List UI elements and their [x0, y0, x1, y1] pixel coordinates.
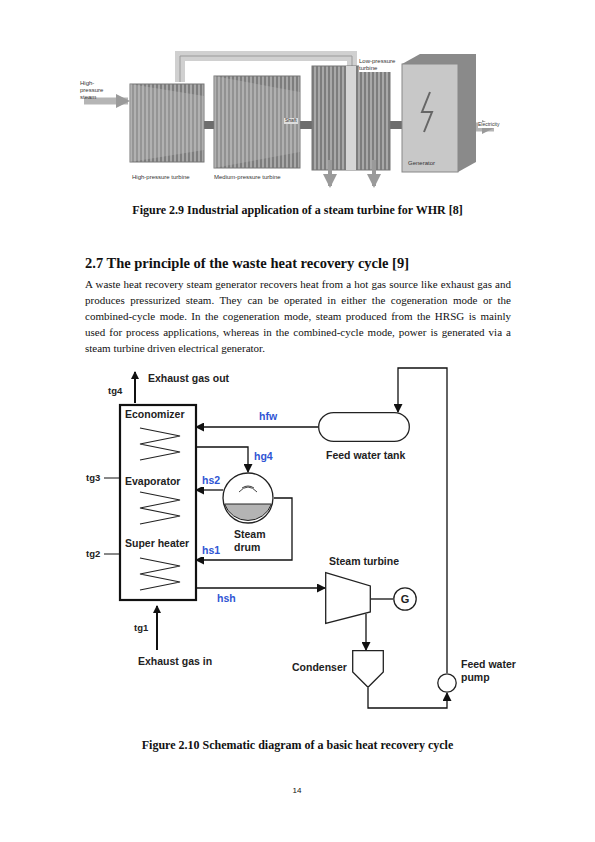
enthalpy-label: hsh: [216, 593, 237, 605]
feed-water-pump: Feed water pump: [437, 673, 457, 693]
node-label: Evaporator: [125, 475, 180, 488]
flow-connector: [196, 489, 223, 490]
turbine-outline: [325, 572, 371, 624]
flow-connector: [398, 368, 447, 673]
node-label: G: [393, 587, 417, 611]
heat-exchanger-section: Evaporator: [120, 467, 196, 533]
node-label: Economizer: [125, 408, 185, 421]
node-label: Super heater: [125, 537, 189, 550]
figure-caption: Figure 2.10 Schematic diagram of a basic…: [60, 738, 535, 753]
flow-connector: [196, 498, 292, 560]
steam-drum: Steam drum: [222, 472, 274, 524]
part-label: Generator: [408, 160, 435, 167]
part-label: Low-pressure turbine: [359, 58, 399, 72]
heat-exchanger-section: Super heater: [120, 533, 196, 600]
temperature-label: tg3: [86, 472, 100, 483]
part-label: Electricity: [478, 122, 499, 128]
page-number: 14: [277, 786, 317, 795]
generator-symbol: G: [393, 587, 417, 611]
temperature-label: tg2: [86, 548, 100, 559]
steam-turbine: Steam turbine: [325, 572, 371, 624]
temperature-label: tg1: [134, 622, 148, 633]
figure-caption: Figure 2.9 Industrial application of a s…: [60, 203, 535, 218]
part-label: High-pressure steam: [80, 80, 116, 101]
condenser: Condenser: [352, 650, 384, 688]
part-label: Medium-pressure turbine: [214, 174, 281, 181]
condenser-outline: [352, 650, 384, 688]
part-label: Shaft: [284, 118, 298, 124]
node-label: Condenser: [292, 661, 347, 674]
flow-connector: [368, 688, 447, 708]
node-label: Feed water tank: [326, 449, 405, 462]
enthalpy-label: hs1: [201, 545, 221, 557]
part-label: High-pressure turbine: [132, 174, 190, 181]
flow-connector: [196, 587, 325, 588]
flow-connector: [196, 447, 248, 472]
node-label: Feed water pump: [461, 658, 523, 683]
enthalpy-label: hs2: [201, 475, 221, 487]
enthalpy-label: hfw: [258, 411, 278, 423]
node-label: Steam turbine: [329, 555, 399, 568]
flow-label: Exhaust gas out: [148, 372, 229, 384]
body-paragraph: A waste heat recovery steam generator re…: [85, 276, 511, 356]
flow-connector: [365, 614, 366, 650]
circle-outline: [437, 673, 457, 693]
flow-connector: [371, 598, 393, 599]
turbine-illustration: [84, 54, 494, 186]
node-label: Steam drum: [234, 528, 278, 553]
flow-connector: [196, 426, 318, 427]
flow-label: Exhaust gas in: [138, 655, 212, 667]
heat-exchanger-section: Economizer: [120, 405, 196, 467]
drum-outline: [222, 472, 274, 524]
enthalpy-label: hg4: [253, 451, 274, 463]
section-heading: 2.7 The principle of the waste heat reco…: [85, 255, 525, 272]
hrsg-housing: [104, 372, 196, 650]
temperature-label: tg4: [108, 385, 122, 396]
feed-water-tank: Feed water tank: [318, 412, 410, 442]
tank-outline: [318, 412, 410, 442]
